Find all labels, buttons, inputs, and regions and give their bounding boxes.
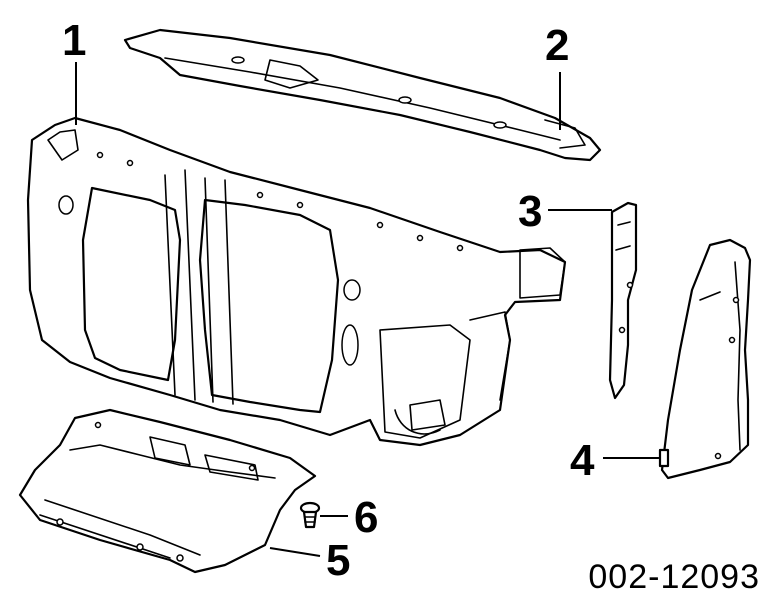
callout-5: 5 <box>326 536 350 585</box>
callout-1: 1 <box>62 16 86 65</box>
callout-2: 2 <box>545 21 569 70</box>
part-6-push-pin <box>299 501 321 529</box>
callout-3: 3 <box>518 187 542 236</box>
part-4-side-panel <box>658 238 752 480</box>
callout-4: 4 <box>570 436 595 485</box>
drawing-number: 002-12093 <box>588 558 760 596</box>
part-1-radiator-support <box>26 116 567 447</box>
part-2-upper-tie-bar <box>123 28 602 162</box>
part-3-side-deflector <box>608 201 638 400</box>
callout-6: 6 <box>354 493 378 542</box>
leader-line-5 <box>269 547 321 557</box>
part-5-lower-shield <box>18 408 317 574</box>
